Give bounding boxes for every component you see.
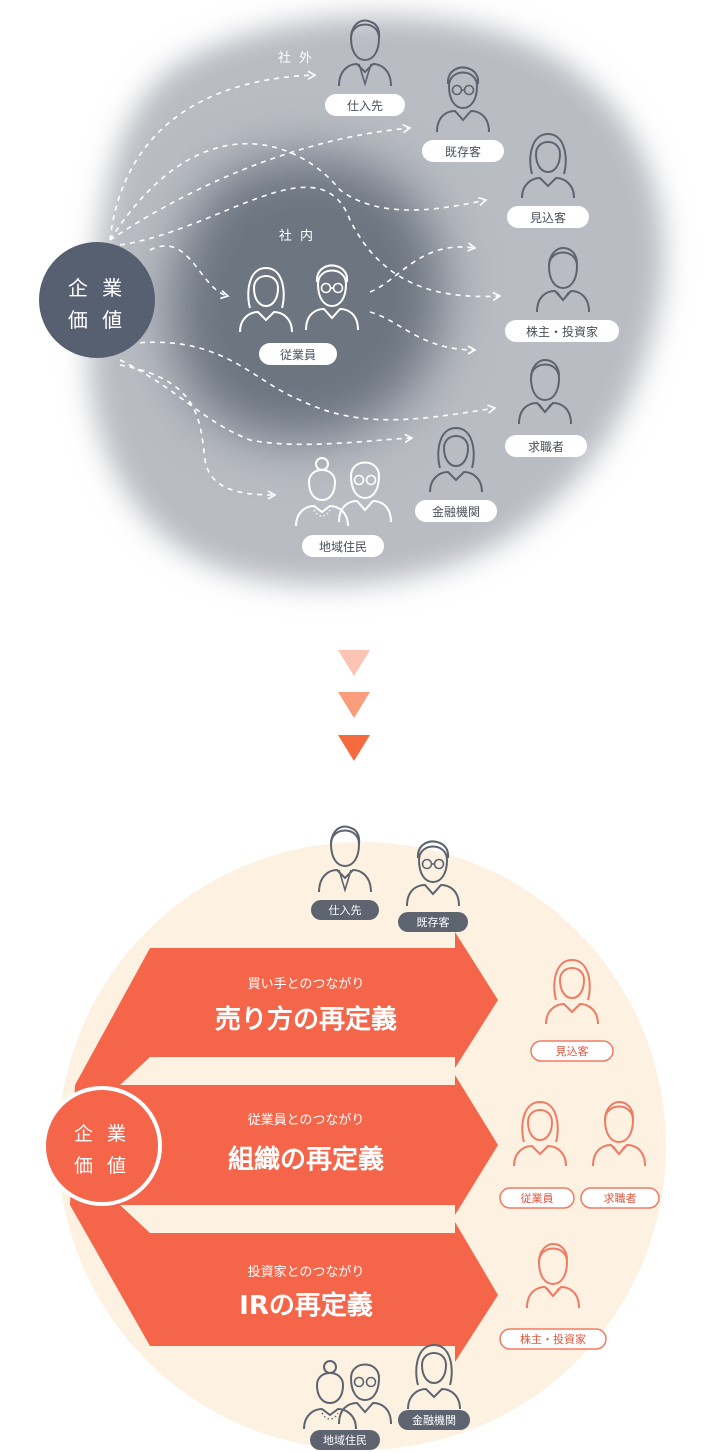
bottom-residents-label: 地域住民 bbox=[323, 1433, 367, 1447]
stakeholder-applicant: 求職者 bbox=[505, 359, 587, 457]
bottom-core-value-circle: 企 業 価 値 bbox=[42, 1086, 162, 1206]
applicant-label: 求職者 bbox=[528, 440, 564, 454]
transition-arrows bbox=[338, 650, 370, 761]
stakeholder-prospect: 見込客 bbox=[507, 133, 589, 228]
stakeholder-employees: 従業員 bbox=[239, 264, 359, 365]
bottom-bank-label: 金融機関 bbox=[412, 1413, 456, 1427]
bottom-prospect: 見込客 bbox=[530, 959, 614, 1062]
outside-label: 社 外 bbox=[278, 50, 314, 66]
arrow-ir: 投資家とのつながり IRの再定義 bbox=[239, 1264, 373, 1321]
existing-customer-label: 既存客 bbox=[445, 144, 481, 159]
supplier-label: 仕入先 bbox=[347, 99, 383, 113]
stakeholder-residents: 地域住民 bbox=[295, 457, 392, 557]
stakeholder-shareholder: 株主・投資家 bbox=[505, 247, 619, 342]
bottom-existing-customer: 既存客 bbox=[398, 840, 468, 932]
bottom-core-value-line1: 企 業 bbox=[74, 1123, 130, 1145]
core-value-line1: 企 業 bbox=[68, 276, 126, 300]
stakeholder-bank: 金融機関 bbox=[415, 427, 497, 522]
residents-label: 地域住民 bbox=[319, 540, 367, 554]
arrow-down-icon bbox=[338, 650, 370, 676]
bottom-shareholder-label: 株主・投資家 bbox=[520, 1332, 586, 1346]
bottom-existing-customer-label: 既存客 bbox=[417, 915, 450, 929]
arrow-sales: 買い手とのつながり 売り方の再定義 bbox=[215, 977, 397, 1035]
bottom-residents: 地域住民 bbox=[303, 1360, 392, 1450]
arrow-ir-main: IRの再定義 bbox=[239, 1290, 373, 1321]
bottom-core-value-line2: 価 値 bbox=[74, 1155, 130, 1177]
bottom-supplier: 仕入先 bbox=[311, 825, 379, 920]
inner-cloud bbox=[170, 156, 445, 441]
bottom-prospect-label: 見込客 bbox=[556, 1044, 589, 1058]
prospect-label: 見込客 bbox=[530, 210, 566, 225]
shareholder-label: 株主・投資家 bbox=[526, 324, 598, 339]
flow-lines bbox=[109, 70, 502, 500]
arrow-down-icon bbox=[338, 735, 370, 761]
bottom-applicant: 求職者 bbox=[580, 1101, 660, 1209]
bottom-supplier-label: 仕入先 bbox=[329, 904, 362, 917]
core-value-circle: 企 業 価 値 bbox=[39, 242, 155, 358]
arrow-ir-sub: 投資家とのつながり bbox=[248, 1264, 365, 1280]
employees-label: 従業員 bbox=[280, 348, 316, 362]
stakeholder-supplier: 仕入先 bbox=[325, 19, 405, 116]
arrow-sales-main: 売り方の再定義 bbox=[215, 1004, 397, 1035]
bottom-employees-label: 従業員 bbox=[521, 1192, 554, 1205]
core-value-line2: 価 値 bbox=[68, 308, 126, 332]
arrow-organization: 従業員とのつながり 組織の再定義 bbox=[228, 1112, 384, 1175]
bank-label: 金融機関 bbox=[432, 504, 480, 519]
arrow-organization-sub: 従業員とのつながり bbox=[248, 1112, 365, 1128]
bottom-shareholder: 株主・投資家 bbox=[499, 1243, 607, 1350]
redefinition-chevrons bbox=[70, 932, 498, 1362]
inside-label: 社 内 bbox=[279, 228, 315, 244]
arrow-down-icon bbox=[338, 692, 370, 718]
bottom-bank: 金融機関 bbox=[398, 1344, 470, 1430]
stakeholder-existing-customer: 既存客 bbox=[422, 66, 504, 162]
bottom-employees: 従業員 bbox=[499, 1101, 575, 1209]
arrow-organization-main: 組織の再定義 bbox=[228, 1144, 384, 1175]
bottom-applicant-label: 求職者 bbox=[604, 1192, 637, 1205]
arrow-sales-sub: 買い手とのつながり bbox=[248, 977, 365, 992]
